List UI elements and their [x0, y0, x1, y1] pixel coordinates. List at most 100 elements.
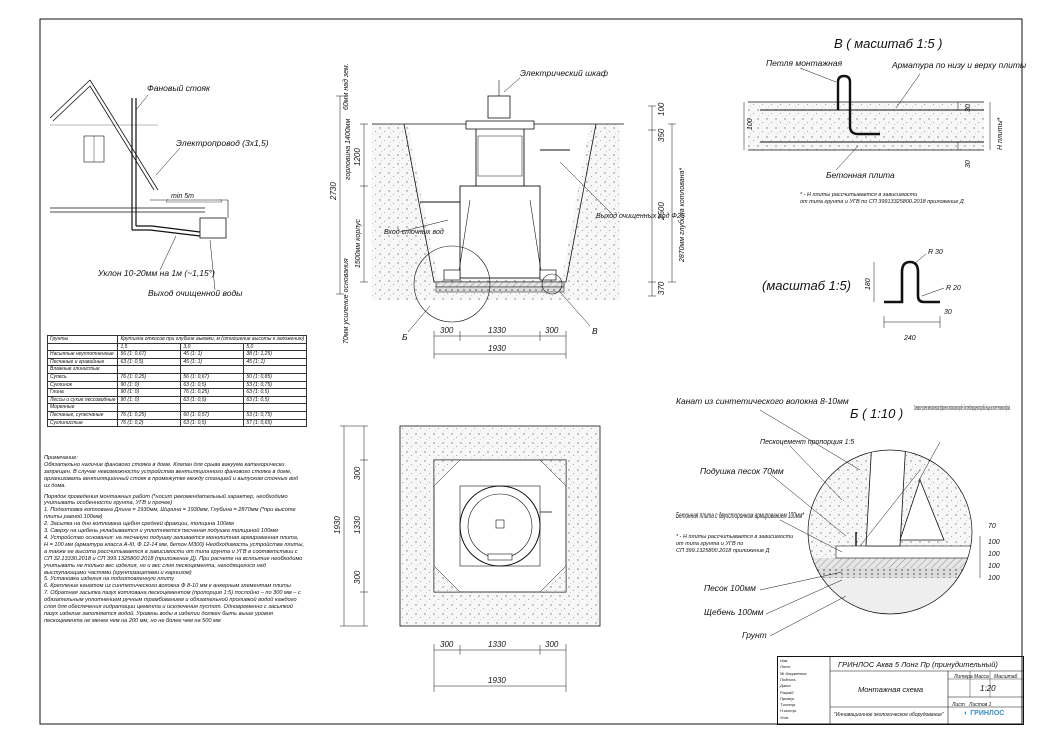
foundation-label: 70мм усиление основания: [343, 258, 350, 344]
loop-r20: R 20: [946, 285, 961, 292]
power-cable-label: Электропровод (3х1,5): [176, 138, 269, 148]
detail-b-note-1: * - Н плиты рассчитывается в зависимости: [676, 534, 793, 540]
table-cell: [180, 365, 245, 374]
neck-height-label: горловина 1400мм: [345, 119, 352, 180]
notes-heading: Примечание:: [44, 455, 78, 461]
table-cell: 90 (1: 0): [117, 380, 182, 390]
stamp-document: Монтажная схема: [858, 685, 924, 694]
table-cell: Крутизна откосов при глубине выемки, м (…: [117, 335, 308, 344]
notes-p2: Порядок проведения монтажных работ (*нос…: [44, 493, 288, 507]
table-row: Влажные глинистые: [46, 365, 308, 374]
plan-dim-v1330: 1330: [353, 516, 362, 534]
dim-2730: 2730: [329, 182, 338, 201]
stamp-col-stage: Литера: [954, 674, 973, 680]
table-cell: 90 (1: 0): [117, 395, 182, 405]
logo-icon: ◐: [964, 710, 969, 717]
table-cell: Песчаные, супесчаные: [46, 410, 119, 420]
stamp-row-label: Изм: [780, 658, 788, 663]
notes-item: 6. Крепление канатом из синтетического в…: [44, 583, 291, 590]
plan-dim-h300-right: 300: [545, 640, 559, 649]
detail-v-footnote-2: от типа грунта и УГВ по СП 39913325800.2…: [800, 199, 964, 205]
notes-item: 1. Подготовка котлована Длина = 1930мм, …: [44, 507, 296, 521]
stamp-company: "Инновационное экологическое оборудовани…: [834, 712, 944, 718]
table-cell: 53 (1: 0,75): [243, 380, 308, 390]
plan-dim-h300-left: 300: [440, 640, 454, 649]
table-cell: 63 (1: 0,5): [243, 388, 308, 397]
loop-d30: 30: [944, 309, 952, 316]
stamp-scale-value: 1:20: [980, 684, 996, 693]
stamp-organization: ГРИНЛОС Аква 5 Лонг Пр (принудительный): [838, 660, 998, 669]
plan-view: [399, 425, 601, 627]
detail-b-note-2: от типа грунта и УГВ по: [676, 541, 743, 547]
table-cell: Песчаные и гравийные: [46, 357, 119, 367]
stamp-sheet-label: Лист: [952, 702, 965, 708]
table-cell: 76 (1: 0,25): [117, 410, 182, 420]
slab-height-label: Н плиты*: [997, 117, 1004, 150]
dim-w300-right: 300: [545, 326, 559, 335]
dim-b-100b: 100: [988, 551, 1000, 558]
table-cell: [46, 342, 119, 352]
notes-item: 4. Устройство основания: на песчаную под…: [44, 534, 304, 576]
table-cell: 45 (1: 1): [180, 350, 245, 359]
slope-label: Уклон 10-20мм на 1м (~1,15°): [97, 268, 215, 278]
table-cell: [243, 365, 308, 374]
stamp-row-label: Лист: [780, 664, 791, 670]
loop-detail-scale: (масштаб 1:5): [762, 278, 851, 293]
company-logo: ◐ ГРИНЛОС: [964, 710, 1004, 717]
notes-list: 1. Подготовка котлована Длина = 1930мм, …: [44, 507, 304, 624]
loop-d240: 240: [903, 335, 916, 342]
dim-b-100a: 100: [988, 539, 1000, 546]
title-block: ГРИНЛОС Аква 5 Лонг Пр (принудительный) …: [777, 656, 1024, 725]
plan-dim-v1930: 1930: [333, 516, 342, 534]
stamp-col-mass: Масса: [974, 674, 989, 680]
detail-v-title: В ( масштаб 1:5 ): [834, 36, 943, 51]
loop-d180: 180: [865, 278, 872, 290]
plan-dim-h1330: 1330: [488, 640, 506, 649]
slab-double-label: Бетонная плита с двухсторонним армирован…: [676, 510, 804, 520]
dim-w300-left: 300: [440, 326, 454, 335]
table-cell: Супесь: [46, 372, 119, 382]
stamp-row-label: Утв.: [780, 714, 790, 720]
table-cell: Моренные: [46, 403, 119, 412]
detail-v-footnote-1: * - Н плиты рассчитывается в зависимости: [800, 192, 917, 198]
soil-label: Грунт: [742, 630, 767, 640]
detail-v-drawing: [743, 67, 991, 171]
stamp-row-label: Подпись: [780, 676, 796, 682]
body-height-label: 1500мм корпус: [355, 218, 362, 268]
table-cell: 57 (1: 0,65): [243, 418, 308, 428]
table-cell: Насыпные неуплотненные: [46, 350, 119, 359]
section-view: [372, 77, 624, 333]
detail-b-note-3: СП 399.1325800.2018 приложение Д: [676, 548, 770, 554]
section-dimensions: [336, 95, 676, 359]
plan-dim-v300-top: 300: [353, 466, 362, 480]
loop-detail-drawing: [873, 253, 945, 328]
table-row: Моренные: [46, 403, 308, 412]
dim-350: 350: [657, 128, 666, 142]
table-cell: 56 (1: 0,67): [117, 350, 182, 359]
dim-w1330: 1330: [488, 326, 506, 335]
stamp-row-label: № документа: [780, 670, 807, 676]
electric-cabinet-label: Электрический шкаф: [520, 68, 608, 78]
table-cell: 63 (1: 0,5): [117, 357, 182, 367]
table-cell: 60 (1: 0,57): [180, 410, 245, 420]
table-cell: 3,0: [180, 342, 245, 352]
callout-b-circle[interactable]: [413, 245, 491, 323]
pit-depth-label: 2870мм глубина котлована*: [678, 168, 686, 263]
table-cell: 1,5: [117, 342, 182, 352]
table-cell: 63 (1: 0,5): [243, 395, 308, 405]
stamp-row-label: Н.контр.: [780, 708, 797, 714]
dim-b-70: 70: [988, 523, 996, 530]
dim-b-100c: 100: [988, 563, 1000, 570]
stamp-row-label: Т.контр.: [780, 702, 797, 708]
sand-cushion-label: Подушка песок 70мм: [700, 466, 784, 476]
callout-b-label: Б: [402, 332, 408, 342]
table-cell: 56 (1: 0,67): [180, 372, 245, 382]
dim-v-30-bot: 30: [965, 160, 972, 168]
